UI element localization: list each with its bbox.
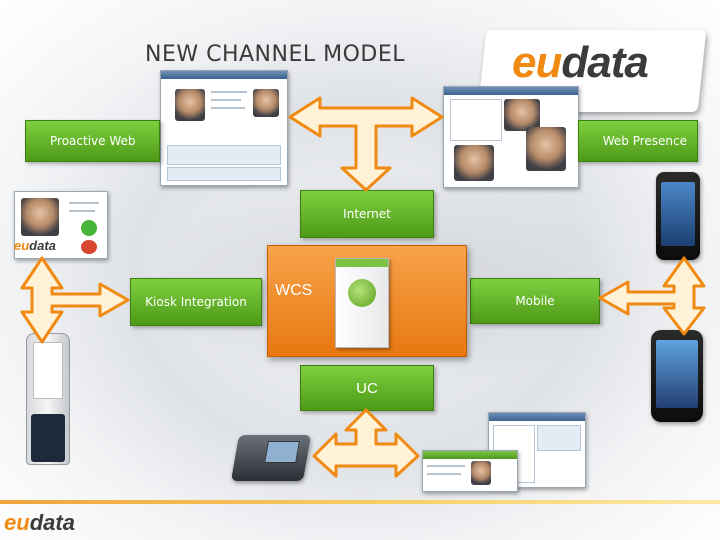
double-arrow-icon bbox=[598, 256, 706, 336]
node-mobile: Mobile bbox=[470, 278, 600, 324]
footer-brand-logo: eudata bbox=[4, 510, 75, 536]
footer-rule bbox=[0, 500, 720, 504]
footer-brand-rest: data bbox=[29, 510, 75, 535]
brand-logo-rest: data bbox=[561, 38, 648, 87]
kiosk-brand-rest: data bbox=[29, 238, 56, 253]
kiosk-brand-eu: eu bbox=[14, 238, 30, 253]
brand-logo: eudata bbox=[512, 38, 649, 88]
node-wcs-label: WCS bbox=[275, 282, 313, 299]
smartphone-icon bbox=[651, 330, 703, 422]
node-web-presence: Web Presence bbox=[578, 120, 698, 162]
brand-logo-eu: eu bbox=[512, 38, 562, 87]
kiosk-screen-screenshot bbox=[14, 191, 108, 259]
node-internet: Internet bbox=[300, 190, 434, 238]
web-chat-screenshot bbox=[160, 70, 288, 186]
double-arrow-icon bbox=[312, 408, 420, 478]
double-arrow-icon bbox=[20, 256, 130, 344]
double-arrow-icon bbox=[288, 96, 444, 192]
kiosk-brand-logo: eudata bbox=[14, 238, 56, 253]
node-kiosk-integration: Kiosk Integration bbox=[130, 278, 262, 326]
node-uc: UC bbox=[300, 365, 434, 411]
slide-title: NEW CHANNEL MODEL bbox=[145, 42, 406, 67]
smartphone-icon bbox=[656, 172, 700, 260]
web-presence-screenshot bbox=[443, 86, 579, 188]
software-box-icon bbox=[335, 258, 389, 348]
footer-brand-eu: eu bbox=[4, 510, 30, 535]
uc-chat-screenshot bbox=[422, 450, 518, 492]
node-proactive-web: Proactive Web bbox=[25, 120, 160, 162]
kiosk-icon bbox=[26, 333, 70, 465]
